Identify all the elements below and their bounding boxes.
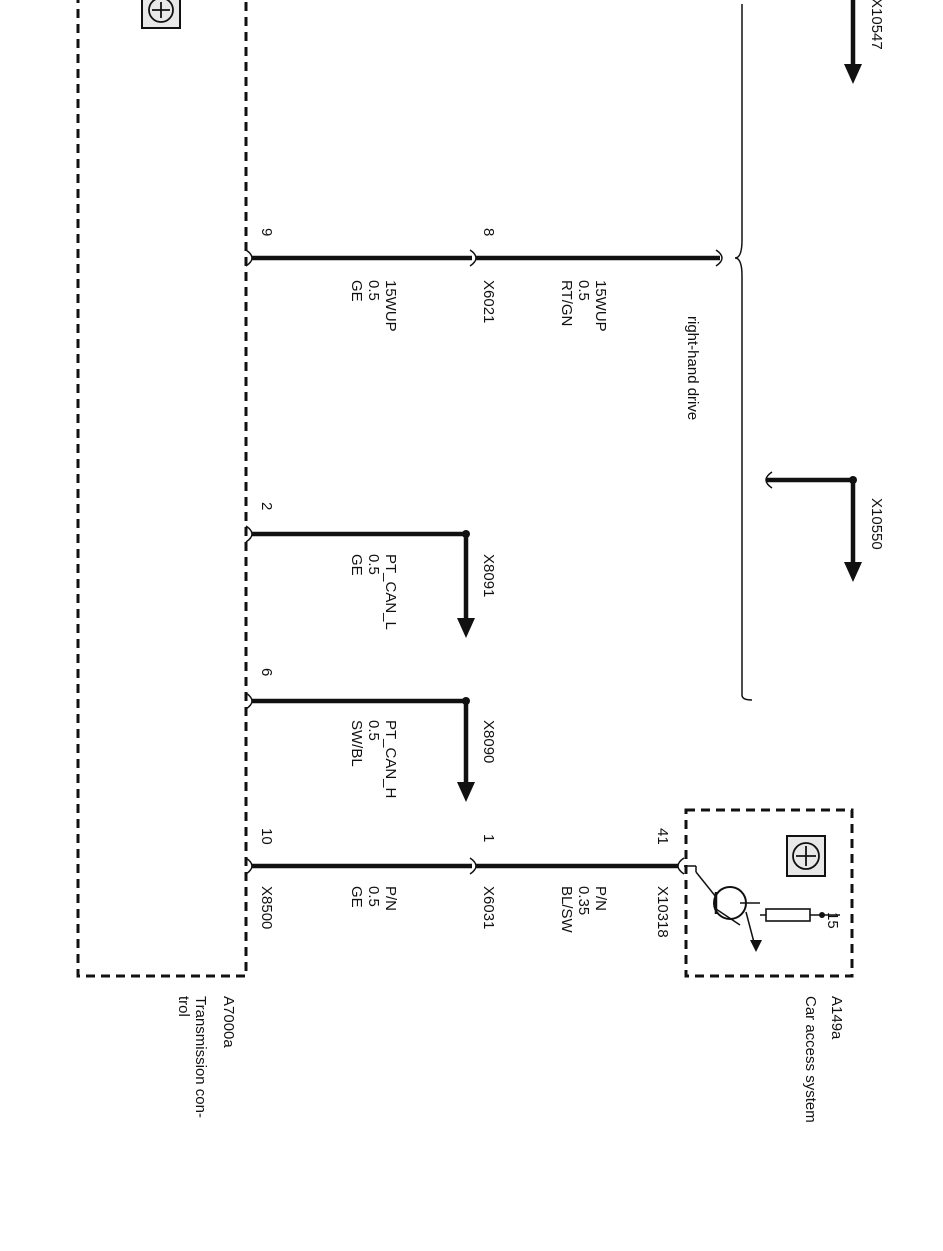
right-hand-drive-brace	[734, 4, 753, 701]
pn-upper-label: P/N 0.35 BL/SW	[558, 886, 609, 934]
connector-x6021-label: X6021	[480, 280, 497, 323]
transmission-module-id: A7000a	[220, 996, 237, 1048]
ref-x10550-label: X10550	[868, 498, 885, 550]
pn-lower-label: P/N 0.5 GE	[348, 886, 399, 915]
transmission-name-line-2: trol	[175, 996, 192, 1017]
connector-x8091-label: X8091	[480, 554, 497, 597]
x10550-arrow-head	[844, 562, 862, 582]
wire-15wup-end-symbol	[715, 249, 723, 267]
pin-41-label: 41	[654, 828, 671, 845]
connector-x6021-symbol	[469, 249, 477, 267]
tcu-pin-6-symbol	[245, 692, 253, 710]
transmission-module-name: Transmission con- trol	[175, 996, 209, 1122]
x8091-arrow-head	[457, 618, 475, 638]
pt-can-l-label: PT_CAN_L 0.5 GE	[348, 554, 399, 633]
x10550-end-symbol	[765, 471, 773, 489]
resistor-symbol	[760, 908, 840, 922]
w15wup-upper-label: 15WUP 0.5 RT/GN	[558, 280, 609, 336]
pin-6-label: 6	[258, 668, 275, 676]
connector-x6031-symbol	[469, 857, 477, 875]
cas-module-id: A149a	[828, 996, 845, 1040]
connector-x8500-label: X8500	[258, 886, 275, 929]
cas-module-icon	[786, 835, 826, 877]
pin-15-label: 15	[824, 912, 841, 929]
tcu-pin-2-symbol	[245, 525, 253, 543]
ref-x10547-label: X10547	[868, 0, 885, 50]
transmission-control-box	[76, 0, 248, 978]
connector-x8090-label: X8090	[480, 720, 497, 763]
right-hand-drive-label: right-hand drive	[684, 316, 701, 420]
x10547-arrow-head	[844, 64, 862, 84]
pin-10-label: 10	[258, 828, 275, 845]
transmission-name-line-1: Transmission con-	[192, 996, 209, 1118]
pin-1-label: 1	[480, 834, 497, 842]
pin-8-label: 8	[480, 228, 497, 236]
connector-x6031-label: X6031	[480, 886, 497, 929]
car-access-system-box	[684, 808, 854, 978]
transistor-symbol	[695, 866, 762, 952]
w15wup-lower-label: 15WUP 0.5 GE	[348, 280, 399, 336]
tcu-pin-9-symbol	[245, 249, 253, 267]
transmission-module-icon	[141, 0, 181, 29]
x8090-arrow-head	[457, 782, 475, 802]
cas-pin-41-symbol	[677, 857, 685, 875]
pt-can-h-label: PT_CAN_H 0.5 SW/BL	[348, 720, 399, 803]
pin-9-label: 9	[258, 228, 275, 236]
pin-2-label: 2	[258, 502, 275, 510]
tcu-pin-10-symbol	[245, 857, 253, 875]
connector-x10318-label: X10318	[654, 886, 671, 938]
cas-module-name: Car access system	[802, 996, 819, 1123]
